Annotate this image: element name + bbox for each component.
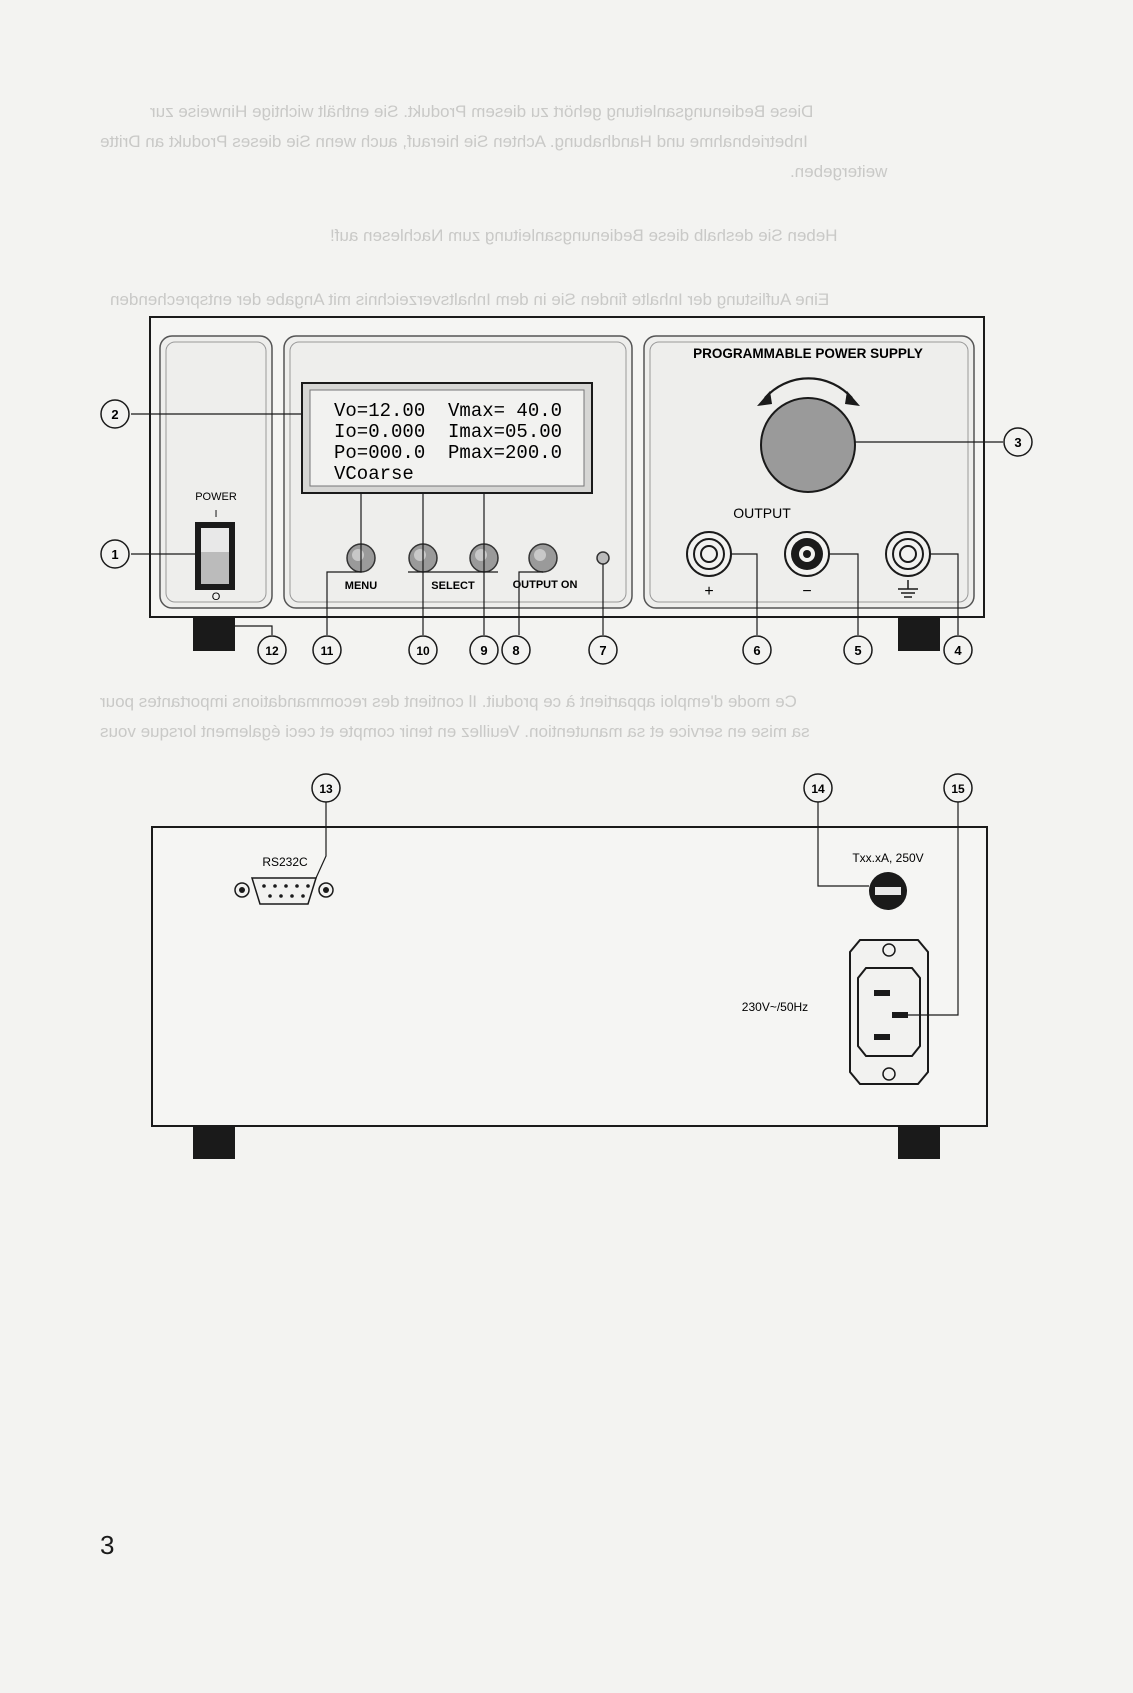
callout-2-number: 2: [111, 407, 118, 422]
callout-12: 12: [257, 635, 287, 665]
display-line-1: Vo=12.00 Vmax= 40.0: [334, 400, 562, 422]
panel-title: PROGRAMMABLE POWER SUPPLY: [693, 346, 923, 361]
display-line-4: VCoarse: [334, 463, 414, 485]
front-leader-lines: [131, 413, 1003, 635]
display-line-3: Po=000.0 Pmax=200.0: [334, 442, 562, 464]
callout-11-number: 11: [321, 644, 334, 658]
rear-foot-right: [898, 1126, 940, 1159]
ground-icon: [898, 580, 918, 598]
page-number: 3: [100, 1530, 115, 1560]
callout-15: 15: [943, 773, 973, 803]
rear-foot-left: [193, 1126, 235, 1159]
callout-8: 8: [501, 635, 531, 665]
minus-sign: −: [802, 583, 811, 600]
callout-3: 3: [1003, 427, 1033, 457]
ground-terminal[interactable]: [885, 531, 931, 577]
output-led-indicator: [596, 551, 610, 565]
fuse-holder[interactable]: [869, 872, 907, 910]
menu-label: MENU: [345, 580, 377, 592]
power-switch[interactable]: POWER I O: [195, 491, 237, 603]
callout-2: 2: [100, 399, 130, 429]
front-foot-right: [898, 618, 940, 651]
callout-14-number: 14: [811, 782, 825, 796]
plus-sign: +: [704, 583, 713, 600]
callout-7: 7: [588, 635, 618, 665]
rear-leader-lines: [315, 802, 959, 1016]
rear-panel: RS232C Txx.xA, 250V 230V~/50Hz: [151, 826, 988, 1159]
output-label: OUTPUT: [733, 505, 791, 521]
select-label: SELECT: [431, 580, 475, 592]
callout-9: 9: [469, 635, 499, 665]
callout-9-number: 9: [480, 643, 487, 658]
lcd-display: Vo=12.00 Vmax= 40.0 Io=0.000 Imax=05.00 …: [301, 382, 593, 494]
front-foot-left: [193, 618, 235, 651]
callout-15-number: 15: [951, 782, 965, 796]
callout-4: 4: [943, 635, 973, 665]
callout-1-number: 1: [111, 547, 118, 562]
power-on-mark: I: [215, 509, 218, 520]
adjustment-knob[interactable]: [757, 377, 860, 493]
callout-5: 5: [843, 635, 873, 665]
fuse-label: Txx.xA, 250V: [852, 851, 923, 865]
callout-10: 10: [408, 635, 438, 665]
positive-terminal[interactable]: [686, 531, 732, 577]
front-panel: Vo=12.00 Vmax= 40.0 Io=0.000 Imax=05.00 …: [149, 316, 985, 651]
mains-label: 230V~/50Hz: [742, 1000, 808, 1014]
callout-12-number: 12: [265, 644, 279, 658]
callout-13-number: 13: [319, 782, 333, 796]
power-off-mark: O: [212, 591, 221, 603]
callout-11: 11: [312, 635, 342, 665]
display-line-2: Io=0.000 Imax=05.00: [334, 421, 562, 443]
rs232-label: RS232C: [262, 855, 308, 869]
callout-1: 1: [100, 539, 130, 569]
callout-6: 6: [742, 635, 772, 665]
mains-socket[interactable]: [849, 939, 929, 1085]
callout-14: 14: [803, 773, 833, 803]
callout-4-number: 4: [954, 643, 962, 658]
callout-6-number: 6: [753, 643, 760, 658]
output-on-button[interactable]: [528, 543, 558, 573]
callout-10-number: 10: [416, 644, 430, 658]
callout-5-number: 5: [854, 643, 861, 658]
callout-7-number: 7: [599, 643, 606, 658]
callout-8-number: 8: [512, 643, 519, 658]
power-label: POWER: [195, 491, 237, 503]
output-on-label: OUTPUT ON: [513, 579, 578, 591]
callout-3-number: 3: [1014, 435, 1021, 450]
callout-13: 13: [311, 773, 341, 803]
negative-terminal[interactable]: [784, 531, 830, 577]
rs232-port[interactable]: [234, 877, 334, 905]
